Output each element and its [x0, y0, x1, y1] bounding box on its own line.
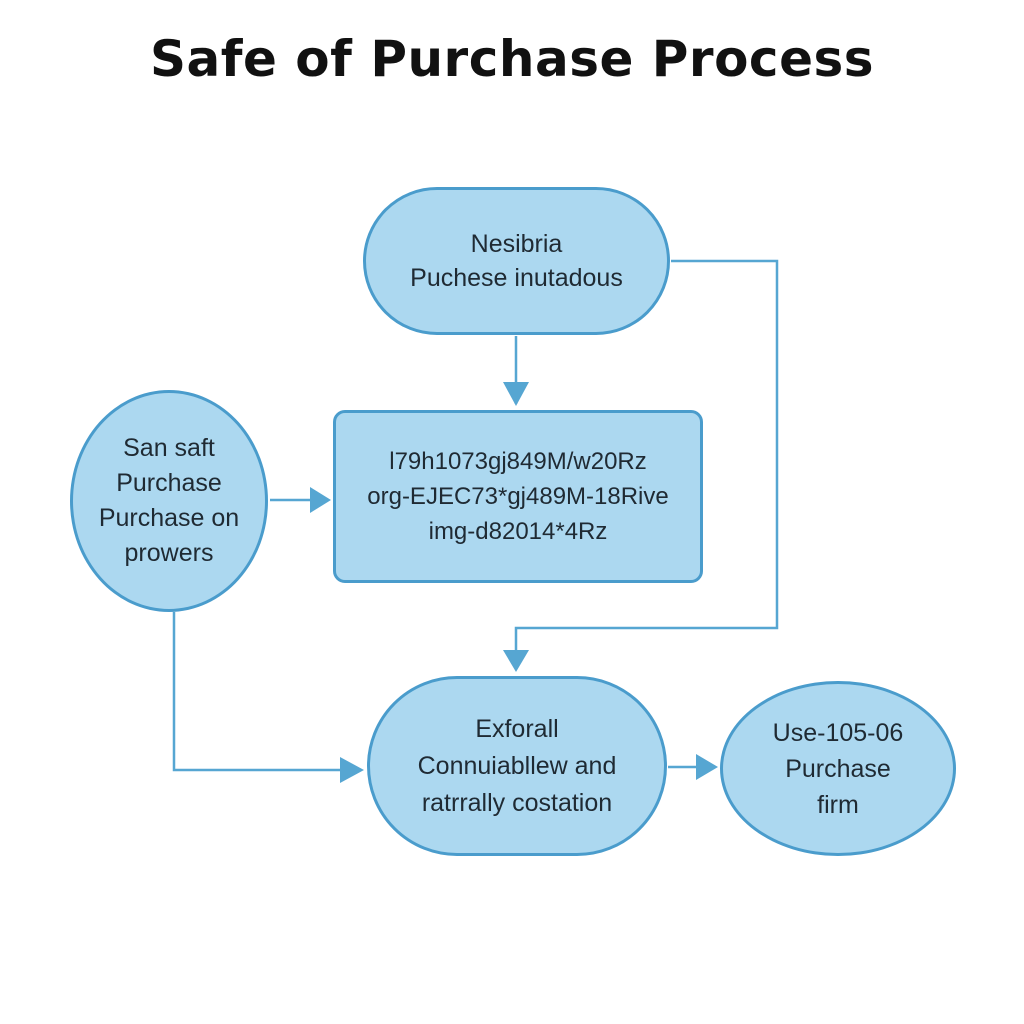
- node-text-line: firm: [817, 790, 859, 819]
- node-text-line: prowers: [124, 539, 214, 567]
- diagram-title: Safe of Purchase Process: [149, 30, 874, 88]
- node-left-circle: San saft Purchase Purchase on prowers: [70, 390, 268, 612]
- node-text-line: Purchase: [116, 469, 222, 497]
- node-text-line: Purchase: [785, 754, 891, 783]
- node-text-line: San saft: [123, 434, 215, 462]
- node-end-circle: Use-105-06 Purchase firm: [720, 681, 956, 856]
- edge-top-to-bottom: [514, 259, 779, 652]
- node-text-line: l79h1073gj849M/w20Rz: [389, 448, 647, 475]
- node-text-line: img-d82014*4Rz: [428, 518, 608, 545]
- node-text-line: Puchese inutadous: [410, 264, 623, 292]
- arrowhead-bottom-to-right: [696, 754, 718, 780]
- node-text-line: Connuiabllew and: [417, 751, 617, 780]
- node-process-box: l79h1073gj849M/w20Rz org-EJEC73*gj489M-1…: [333, 410, 703, 583]
- node-text-line: ratrrally costation: [421, 788, 613, 817]
- arrowhead-left-to-center: [310, 487, 331, 513]
- arrowhead-top-to-center: [503, 382, 529, 406]
- node-start-oval: Nesibria Puchese inutadous: [363, 187, 670, 335]
- node-text-line: Exforall: [475, 714, 559, 743]
- arrowhead-left-to-bottom: [340, 757, 364, 783]
- edge-left-to-bottom: [172, 612, 342, 772]
- node-text-line: Nesibria: [470, 230, 563, 258]
- arrowhead-top-to-bottom: [503, 650, 529, 672]
- node-bottom-oval: Exforall Connuiabllew and ratrrally cost…: [367, 676, 667, 856]
- node-text-line: Purchase on: [98, 504, 240, 532]
- node-text-line: org-EJEC73*gj489M-18Rive: [367, 483, 669, 510]
- node-text-line: Use-105-06: [772, 718, 904, 747]
